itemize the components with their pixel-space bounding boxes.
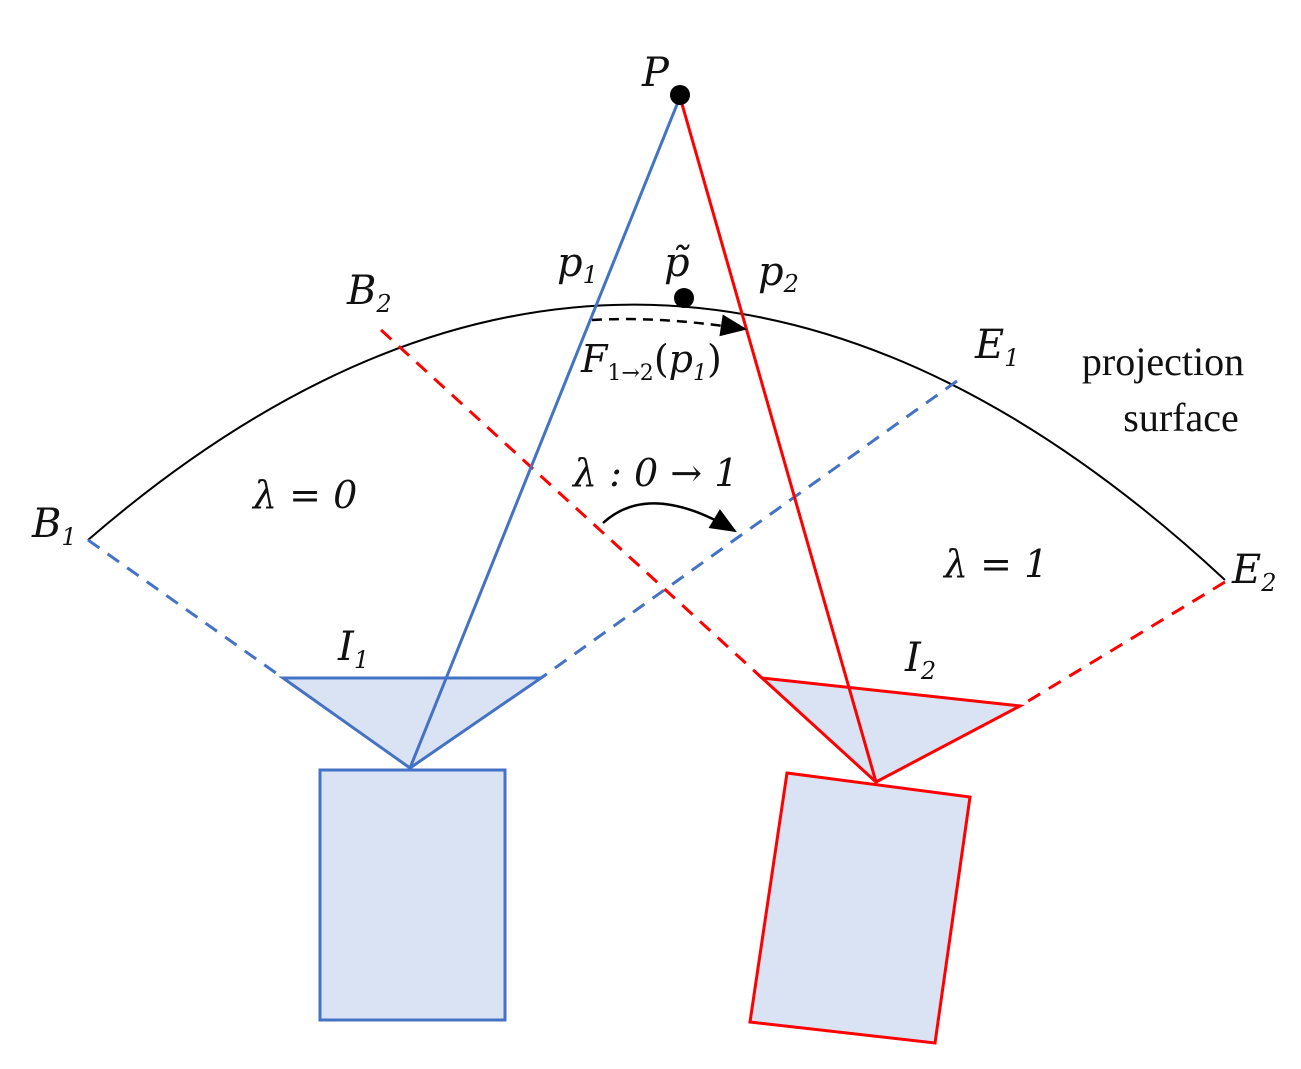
label-B2: B2 (346, 268, 392, 318)
label-I2: I2 (904, 635, 936, 685)
label-E2: E2 (1231, 547, 1276, 597)
label-warp-function: F1→2(p1) (580, 337, 722, 386)
camera2-ray-to-P (678, 96, 878, 783)
camera1-image-plane (278, 676, 546, 770)
label-lambda-zero: λ = 0 (251, 473, 357, 517)
camera1-body (318, 768, 507, 1022)
label-lambda-range: λ : 0 → 1 (571, 451, 738, 495)
camera1-ray-to-P (408, 96, 682, 769)
projection-surface-arc (87, 303, 1226, 581)
lambda-arrow (602, 502, 737, 533)
camera2-image-plane (757, 676, 1026, 784)
camera2-fov-right-ray (1019, 580, 1226, 708)
label-p2: p2 (758, 249, 799, 298)
camera1-fov-left-ray (87, 538, 284, 680)
point-p-tilde (674, 288, 694, 308)
camera1-fov-right-ray (540, 379, 958, 680)
label-projection-surface-line1: projection (1082, 339, 1244, 384)
point-P (670, 85, 690, 105)
label-projection-surface-line2: surface (1123, 395, 1238, 440)
label-B1: B1 (31, 501, 77, 551)
label-P: P (641, 50, 670, 96)
label-p-tilde: p̃ (664, 240, 690, 286)
label-E1: E1 (974, 322, 1019, 372)
label-lambda-one: λ = 1 (942, 542, 1048, 586)
warp-arrow (591, 314, 748, 337)
label-I1: I1 (337, 624, 369, 674)
camera2-body (748, 771, 972, 1045)
label-p1: p1 (557, 240, 598, 289)
